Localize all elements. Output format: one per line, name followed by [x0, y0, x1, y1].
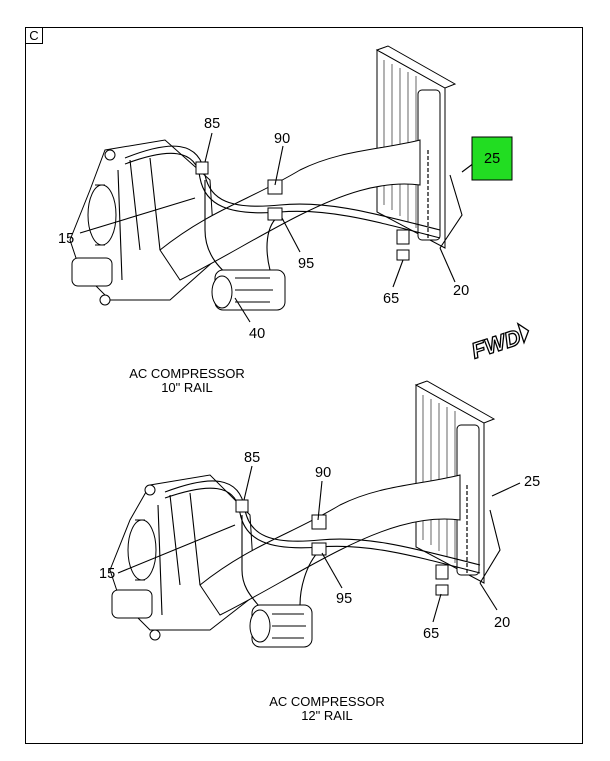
fwd-arrow: FWD	[468, 322, 530, 364]
callout-95: 95	[298, 256, 314, 272]
fwd-label: FWD	[468, 324, 523, 363]
diagram-frame	[25, 27, 583, 744]
intake-duct	[159, 139, 421, 281]
callout-65: 65	[383, 291, 399, 307]
compressor-drawing	[211, 269, 286, 311]
callout-40: 40	[249, 326, 265, 342]
callout-25-lower: 25	[524, 474, 540, 490]
callout-90: 90	[274, 131, 290, 147]
callout-95-lower: 95	[336, 591, 352, 607]
highlighted-callout-box	[471, 136, 513, 181]
top-caption-line1: AC COMPRESSOR	[129, 366, 245, 381]
callout-20-lower: 20	[494, 615, 510, 631]
engine-drawing-lower	[109, 474, 256, 641]
callout-15-lower: 15	[99, 566, 115, 582]
compressor-drawing-lower	[249, 604, 313, 648]
callout-85: 85	[204, 116, 220, 132]
bottom-view: 85 90 25 15 95 65 20 AC COMPRESSOR 12" R…	[99, 380, 540, 723]
callout-65-lower: 65	[423, 626, 439, 642]
callout-25: 25	[484, 151, 500, 167]
callout-15: 15	[58, 231, 74, 247]
engine-drawing	[69, 139, 216, 306]
callout-90-lower: 90	[315, 465, 331, 481]
top-view: 85 90 25 15 95 65 20 40 FWD AC COMPRESSO…	[58, 45, 530, 395]
intake-duct-lower	[199, 474, 461, 616]
callout-20: 20	[453, 283, 469, 299]
top-caption-line2: 10" RAIL	[161, 380, 213, 395]
callout-85-lower: 85	[244, 450, 260, 466]
bottom-caption-line1: AC COMPRESSOR	[269, 694, 385, 709]
bottom-caption-line2: 12" RAIL	[301, 708, 353, 723]
section-letter: C	[25, 27, 43, 44]
